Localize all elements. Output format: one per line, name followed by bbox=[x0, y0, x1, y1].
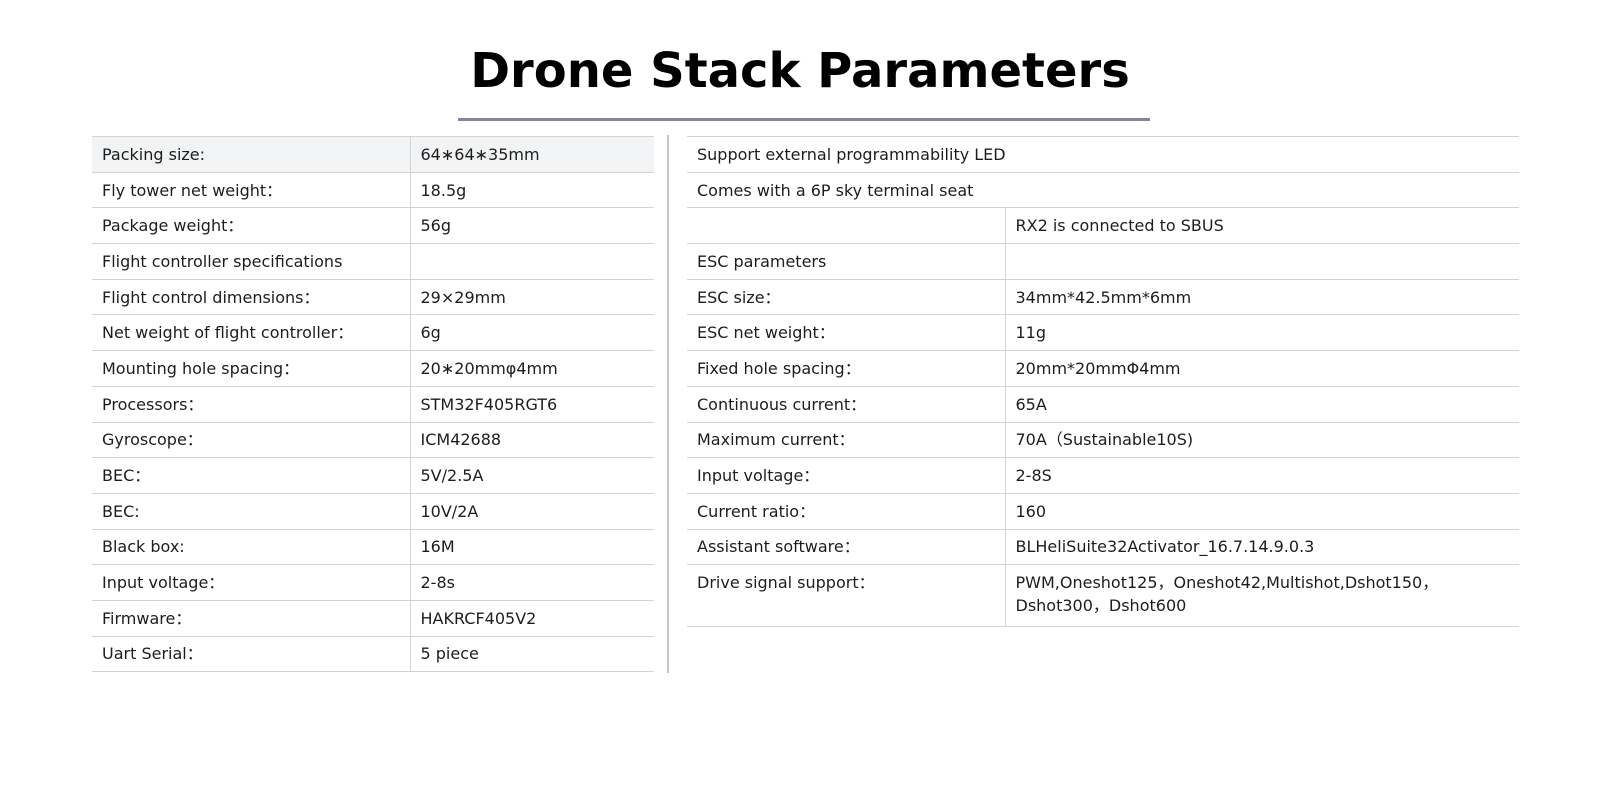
table-row: Current ratio： 160 bbox=[687, 492, 1519, 530]
spec-value: 16M bbox=[409, 528, 654, 565]
spec-value: ICM42688 bbox=[409, 421, 654, 458]
table-row: Package weight： 56g bbox=[92, 207, 654, 244]
spec-label: Black box: bbox=[92, 528, 410, 565]
spec-label: Input voltage： bbox=[92, 564, 410, 601]
column-divider bbox=[667, 135, 669, 673]
spec-label: ESC size： bbox=[687, 278, 1005, 315]
spec-value: PWM,Oneshot125，Oneshot42,Multishot,Dshot… bbox=[1004, 564, 1519, 628]
table-row: Mounting hole spacing： 20∗20mmφ4mm bbox=[92, 350, 654, 387]
page-title: Drone Stack Parameters bbox=[470, 43, 1130, 99]
table-row: Assistant software： BLHeliSuite32Activat… bbox=[687, 528, 1519, 565]
spec-label: Uart Serial： bbox=[92, 635, 410, 673]
spec-label: Package weight： bbox=[92, 207, 410, 244]
table-row: RX2 is connected to SBUS bbox=[687, 207, 1519, 244]
table-row: Firmware： HAKRCF405V2 bbox=[92, 599, 654, 637]
spec-label: Gyroscope： bbox=[92, 421, 410, 458]
spec-label: Fly tower net weight： bbox=[92, 171, 410, 208]
spec-value: 20∗20mmφ4mm bbox=[409, 350, 654, 387]
spec-label: Support external programmability LED bbox=[687, 136, 1519, 173]
spec-value: 5V/2.5A bbox=[409, 457, 654, 494]
spec-label: Comes with a 6P sky terminal seat bbox=[687, 171, 1519, 208]
spec-value: 18.5g bbox=[409, 171, 654, 208]
table-row: Support external programmability LED bbox=[687, 136, 1519, 173]
table-row: Black box: 16M bbox=[92, 528, 654, 565]
table-row: Gyroscope： ICM42688 bbox=[92, 421, 654, 458]
spec-value: 2-8s bbox=[409, 564, 654, 601]
spec-label: Drive signal support： bbox=[687, 564, 1005, 628]
spec-value: 11g bbox=[1004, 314, 1519, 351]
table-row: BEC: 10V/2A bbox=[92, 492, 654, 530]
spec-label: Current ratio： bbox=[687, 492, 1005, 530]
spec-value: 5 piece bbox=[409, 635, 654, 673]
table-row: Input voltage： 2-8S bbox=[687, 457, 1519, 494]
table-row: Fly tower net weight： 18.5g bbox=[92, 171, 654, 208]
table-row: Net weight of flight controller： 6g bbox=[92, 314, 654, 351]
table-row: Flight control dimensions： 29×29mm bbox=[92, 278, 654, 315]
spec-value: 160 bbox=[1004, 492, 1519, 530]
table-row: ESC parameters bbox=[687, 243, 1519, 280]
spec-label: ESC net weight： bbox=[687, 314, 1005, 351]
spec-value: 70A（Sustainable10S) bbox=[1004, 421, 1519, 458]
spec-value: 6g bbox=[409, 314, 654, 351]
right-spec-table: Support external programmability LED Com… bbox=[687, 136, 1519, 628]
table-row: Packing size: 64∗64∗35mm bbox=[92, 136, 654, 173]
spec-label: Flight control dimensions： bbox=[92, 278, 410, 315]
spec-value: 56g bbox=[409, 207, 654, 244]
spec-label: Input voltage： bbox=[687, 457, 1005, 494]
spec-value: 65A bbox=[1004, 385, 1519, 422]
spec-value: 29×29mm bbox=[409, 278, 654, 315]
table-row: Fixed hole spacing： 20mm*20mmΦ4mm bbox=[687, 350, 1519, 387]
left-spec-table: Packing size: 64∗64∗35mm Fly tower net w… bbox=[92, 136, 654, 673]
table-row: Flight controller specifications bbox=[92, 243, 654, 280]
spec-value: HAKRCF405V2 bbox=[409, 599, 654, 637]
table-row: Continuous current： 65A bbox=[687, 385, 1519, 422]
spec-label: Continuous current： bbox=[687, 385, 1005, 422]
spec-label: Assistant software： bbox=[687, 528, 1005, 565]
table-row: Comes with a 6P sky terminal seat bbox=[687, 171, 1519, 208]
spec-label: Firmware： bbox=[92, 599, 410, 637]
spec-label: Processors： bbox=[92, 385, 410, 422]
table-row: ESC size： 34mm*42.5mm*6mm bbox=[687, 278, 1519, 315]
spec-value: 64∗64∗35mm bbox=[409, 136, 654, 173]
spec-label: Maximum current： bbox=[687, 421, 1005, 458]
table-row: Maximum current： 70A（Sustainable10S) bbox=[687, 421, 1519, 458]
spec-value bbox=[409, 243, 654, 280]
table-row: Uart Serial： 5 piece bbox=[92, 635, 654, 673]
spec-label: BEC： bbox=[92, 457, 410, 494]
table-row: Input voltage： 2-8s bbox=[92, 564, 654, 601]
spec-value: STM32F405RGT6 bbox=[409, 385, 654, 422]
spec-label: Mounting hole spacing： bbox=[92, 350, 410, 387]
spec-label: Net weight of flight controller： bbox=[92, 314, 410, 351]
spec-value: RX2 is connected to SBUS bbox=[1004, 207, 1519, 244]
table-row: Drive signal support： PWM,Oneshot125，One… bbox=[687, 564, 1519, 628]
spec-value: 2-8S bbox=[1004, 457, 1519, 494]
spec-value: 20mm*20mmΦ4mm bbox=[1004, 350, 1519, 387]
spec-label: Fixed hole spacing： bbox=[687, 350, 1005, 387]
title-underline bbox=[458, 118, 1150, 121]
spec-label: BEC: bbox=[92, 492, 410, 530]
spec-label: Flight controller specifications bbox=[92, 243, 410, 280]
spec-value: 10V/2A bbox=[409, 492, 654, 530]
table-row: ESC net weight： 11g bbox=[687, 314, 1519, 351]
spec-value bbox=[1004, 243, 1519, 280]
spec-value: 34mm*42.5mm*6mm bbox=[1004, 278, 1519, 315]
spec-label: ESC parameters bbox=[687, 243, 1005, 280]
table-row: Processors： STM32F405RGT6 bbox=[92, 385, 654, 422]
spec-label: Packing size: bbox=[92, 136, 410, 173]
table-row: BEC： 5V/2.5A bbox=[92, 457, 654, 494]
spec-label bbox=[687, 207, 1005, 244]
spec-value: BLHeliSuite32Activator_16.7.14.9.0.3 bbox=[1004, 528, 1519, 565]
